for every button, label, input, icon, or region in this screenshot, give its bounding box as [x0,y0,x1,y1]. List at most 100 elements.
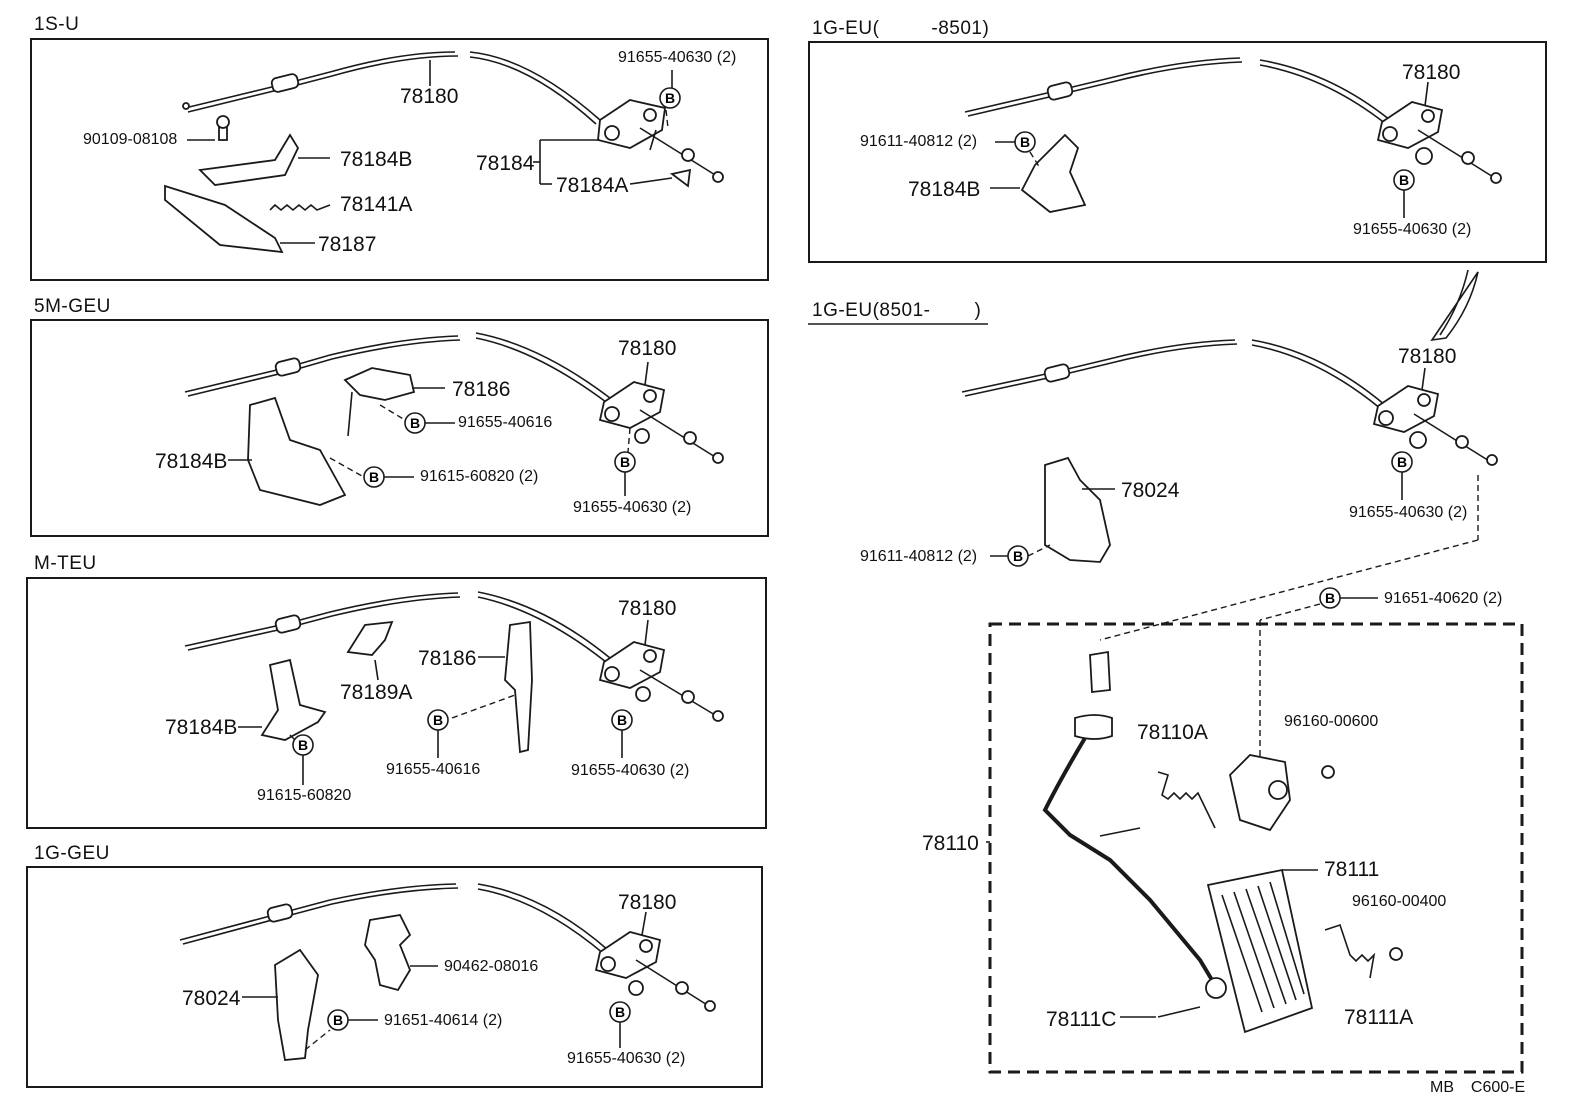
label-s3-91655-40630: 91655-40630 (2) [571,762,690,779]
label-s1-78184: 78184 [476,152,535,175]
label-s6-78024: 78024 [1121,479,1180,502]
washer-96160-00400 [1389,947,1403,961]
label-s1-91655-40630: 91655-40630 (2) [618,49,737,66]
bolt-marker-label: B [665,90,675,106]
section-title-1g-eu-early-tail: -8501) [931,18,990,39]
bolt-90109 [187,115,230,141]
bolt-marker-label: B [410,415,420,431]
bolt-marker-label: B [617,712,627,728]
label-s1-78187: 78187 [318,233,377,256]
bolt-marker-pedal: B [1259,587,1378,760]
footer-code: MB C600-E [1430,1079,1525,1097]
label-s3-78180: 78180 [618,597,677,620]
label-pedal-78111: 78111 [1324,858,1380,881]
bolt-marker-label: B [369,469,379,485]
callout-78184 [533,109,692,188]
label-pedal-91651-40620: 91651-40620 (2) [1384,590,1503,607]
cable-assembly-1g-geu [179,883,716,1012]
cable-assembly-1s-u [182,51,724,183]
clip-90462 [364,914,438,992]
washer-96160-00600 [1321,765,1335,779]
spring-78111a [1324,923,1376,979]
label-s3-78186: 78186 [418,647,477,670]
cable-assembly-1g-eu-early [964,57,1502,184]
bolt-marker-label: B [1397,454,1407,470]
change-arrow [1430,269,1479,342]
bracket-pad-78110 [1229,754,1291,832]
bolt-markers-s2: B B B [363,361,649,496]
bolt-marker-label: B [1325,590,1335,606]
panel-m-teu [26,577,767,829]
label-s1-90109-08108: 90109-08108 [83,131,178,148]
bolt-marker-s1: B [659,70,681,109]
footer-code-1: MB [1430,1079,1454,1096]
cable-assembly-1g-eu-late [961,339,1498,466]
section-title-1g-eu-late-tail: ) [974,300,982,321]
label-s5-78180: 78180 [1402,61,1461,84]
label-s5-78184b: 78184B [908,178,981,201]
section-title-1s-u: 1S-U [34,14,80,35]
label-s3-91655-40616: 91655-40616 [386,761,481,778]
bolt-markers-s4: B B [327,1001,631,1048]
bolt-markers-s3: B B B [292,709,633,785]
bolt-marker-label: B [1020,134,1030,150]
plate-78187 [164,184,315,254]
label-pedal-96160-00400: 96160-00400 [1352,893,1447,910]
bracket-78184b-s5 [990,133,1087,213]
label-pedal-78111c: 78111C [1046,1008,1117,1031]
label-s3-78189a: 78189A [340,681,413,704]
label-s6-78180: 78180 [1398,345,1457,368]
bracket-78024-s6 [1044,456,1115,563]
arm-78186-s3 [451,620,533,754]
pin-78111c [1120,1006,1201,1018]
label-s6-91655-40630: 91655-40630 (2) [1349,504,1468,521]
bracket-78184b-s2 [228,396,363,506]
label-s4-91655-40630: 91655-40630 (2) [567,1050,686,1067]
label-s6-91611-40812: 91611-40812 (2) [860,548,978,565]
bolt-marker-label: B [298,737,308,753]
label-s1-78180: 78180 [400,85,459,108]
panel-1g-eu-early [808,41,1547,263]
label-pedal-78110a: 78110A [1137,721,1208,744]
section-title-1g-eu-early: 1G-EU( -8501) [812,18,989,40]
label-pedal-78110: 78110 [922,832,979,855]
panel-5m-geu [30,319,769,537]
label-pedal-78111a: 78111A [1344,1006,1414,1029]
clip-78189a [346,620,394,681]
bolt-marker-label: B [615,1004,625,1020]
panel-1s-u [30,38,769,281]
pedal-pad-78111 [1206,868,1318,1034]
bolt-markers-s5: B B [995,131,1415,218]
label-s2-78180: 78180 [618,337,677,360]
label-s2-91615-60820: 91615-60820 (2) [420,468,539,485]
bolt-marker-label: B [1399,172,1409,188]
label-s1-78184a: 78184A [556,174,629,197]
spring-78110a [1157,771,1216,829]
label-s5-91611-40812: 91611-40812 (2) [860,133,978,150]
section-title-m-teu: M-TEU [34,553,97,574]
bolt-marker-label: B [333,1012,343,1028]
label-s3-91615-60820: 91615-60820 [257,787,352,804]
label-s4-78024: 78024 [182,987,241,1010]
cable-assembly-5m-geu [184,332,724,464]
label-s2-91655-40616: 91655-40616 [458,414,553,431]
bracket-78024-s4 [242,948,331,1061]
clip-78186 [343,367,445,437]
label-s4-90462-08016: 90462-08016 [444,958,539,975]
pedal-assembly-frame [988,622,1524,1074]
label-pedal-96160-00600: 96160-00600 [1284,713,1379,730]
label-s2-78186: 78186 [452,378,511,401]
label-s4-91651-40614: 91651-40614 (2) [384,1012,503,1029]
section-title-1g-geu: 1G-GEU [34,843,110,864]
spring-78141a [269,203,331,212]
label-s3-78184b: 78184B [165,716,238,739]
bracket-78184b [198,133,330,186]
label-s4-78180: 78180 [618,891,677,914]
panel-1g-geu [26,866,763,1088]
label-s2-91655-40630: 91655-40630 (2) [573,499,692,516]
bracket-78184b-s3 [238,658,327,746]
bolt-marker-label: B [620,454,630,470]
label-s1-78141a: 78141A [340,193,413,216]
section-title-1g-eu-early-head: 1G-EU( [812,18,880,39]
